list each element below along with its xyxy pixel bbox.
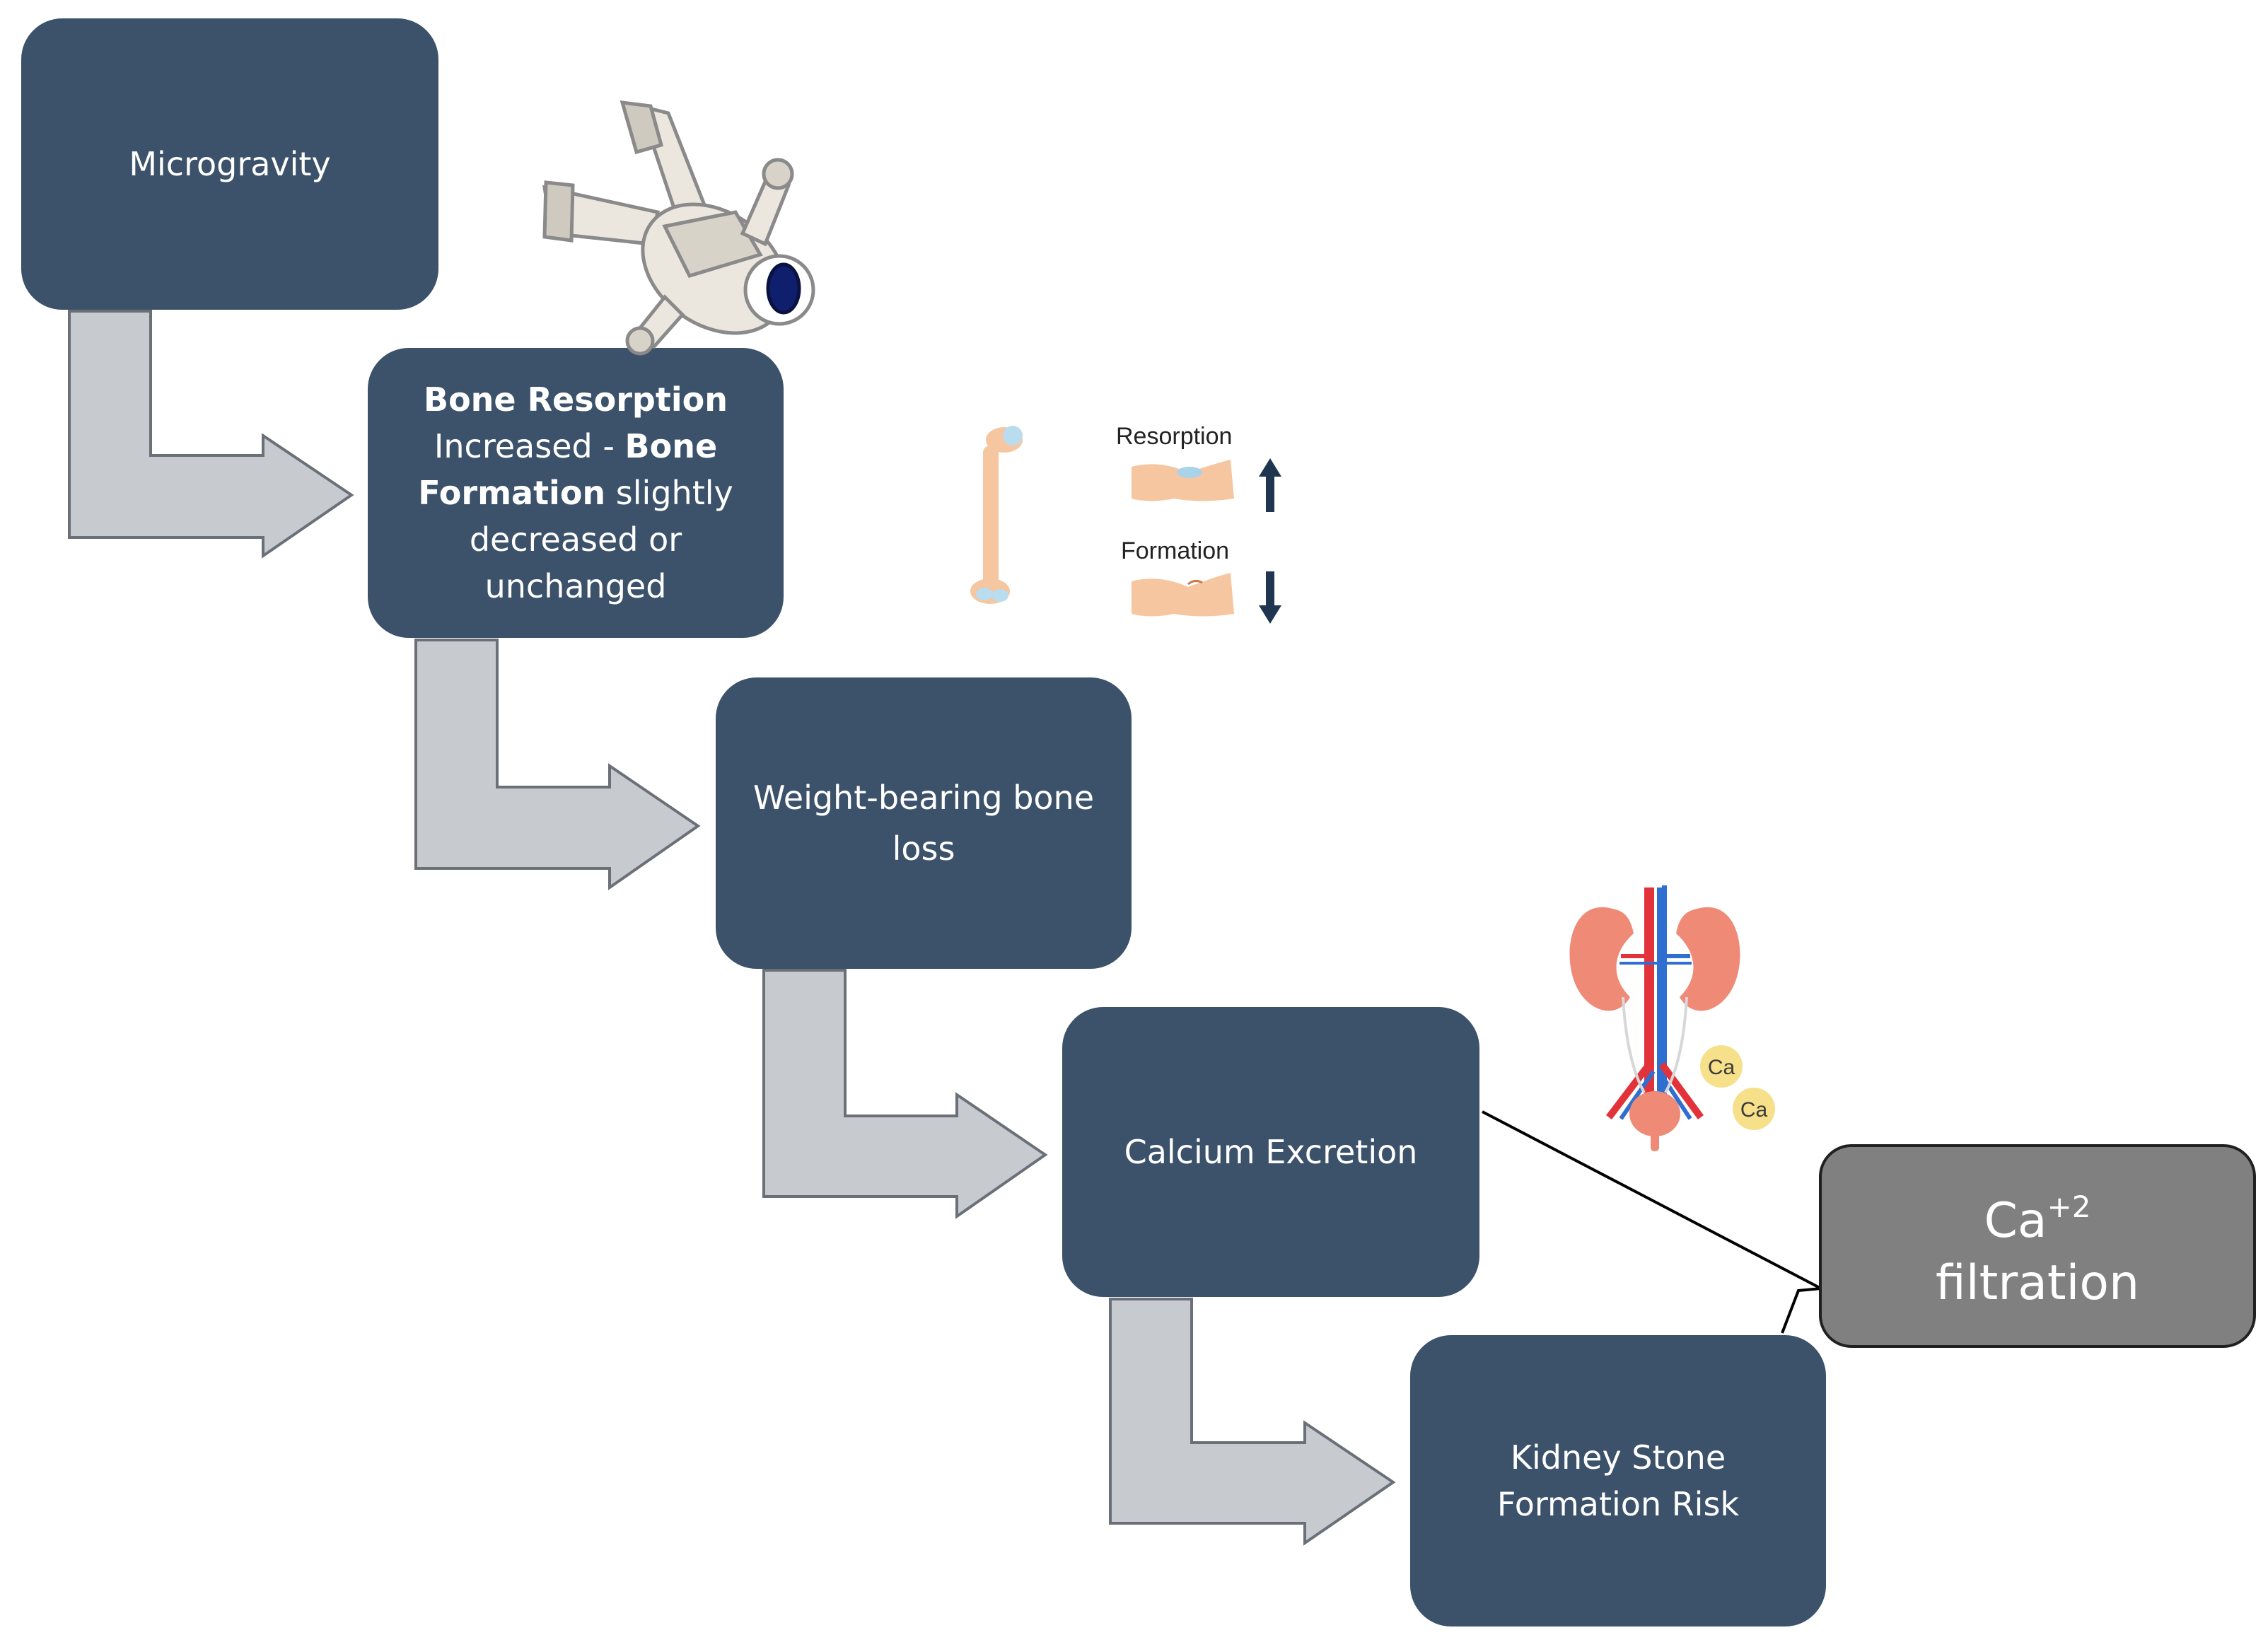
step-label-microgravity: Microgravity [129, 145, 331, 183]
arrow-weight-bearing-to-calcium [762, 969, 1048, 1219]
arrow-microgravity-to-resorption [68, 310, 354, 559]
step-box-kidney-stone: Kidney Stone Formation Risk [1410, 1335, 1826, 1626]
step-box-bone-resorption: Bone Resorption Increased - Bone Formati… [368, 348, 784, 638]
step-label-kidney-stone: Kidney Stone Formation Risk [1496, 1438, 1740, 1523]
increased-text: Increased - [434, 427, 625, 465]
resorption-up-arrow-icon [1259, 458, 1281, 512]
kidney-icon [1569, 885, 1740, 1151]
step-box-calcium-excretion: Calcium Excretion [1062, 1007, 1479, 1297]
astronaut-icon [542, 100, 815, 356]
calcium-ion-icon: Ca [1700, 1045, 1743, 1088]
step-label-calcium-excretion: Calcium Excretion [1124, 1133, 1418, 1171]
step-label-weight-bearing: Weight-bearing bone loss [752, 779, 1094, 868]
callout-leader-line [1482, 1110, 1822, 1290]
callout-label: filtration [1935, 1255, 2140, 1311]
bone-resorption-term: Bone Resorption [424, 380, 728, 419]
step-box-weight-bearing: Weight-bearing bone loss [716, 677, 1132, 969]
bone-formation-term: Bone Formation [418, 427, 718, 512]
arrow-calcium-to-kidney-stone [1109, 1298, 1396, 1546]
resorption-label: Resorption [1116, 423, 1233, 450]
callout-charge: +2 [2047, 1189, 2091, 1224]
resorption-bone-icon [1132, 460, 1234, 501]
femur-icon [970, 426, 1023, 604]
calcium-ion-label-2: Ca [1740, 1098, 1768, 1122]
callout-ca-filtration: Ca+2 filtration [1819, 1144, 2256, 1348]
calcium-ion-label-1: Ca [1708, 1056, 1735, 1079]
slightly-decreased-text: slightly decreased or unchanged [469, 474, 733, 605]
formation-down-arrow-icon [1259, 571, 1281, 624]
step-box-microgravity: Microgravity [21, 18, 438, 310]
step-label-bone-resorption: Bone Resorption Increased - Bone Formati… [385, 376, 767, 610]
formation-bone-icon [1132, 573, 1234, 617]
callout-leader-hook [1781, 1287, 1822, 1334]
callout-ion: Ca+2 [1984, 1189, 2091, 1249]
arrow-resorption-to-weight-bearing [414, 639, 701, 890]
calcium-ion-icon: Ca [1733, 1088, 1775, 1130]
formation-label: Formation [1121, 537, 1230, 564]
